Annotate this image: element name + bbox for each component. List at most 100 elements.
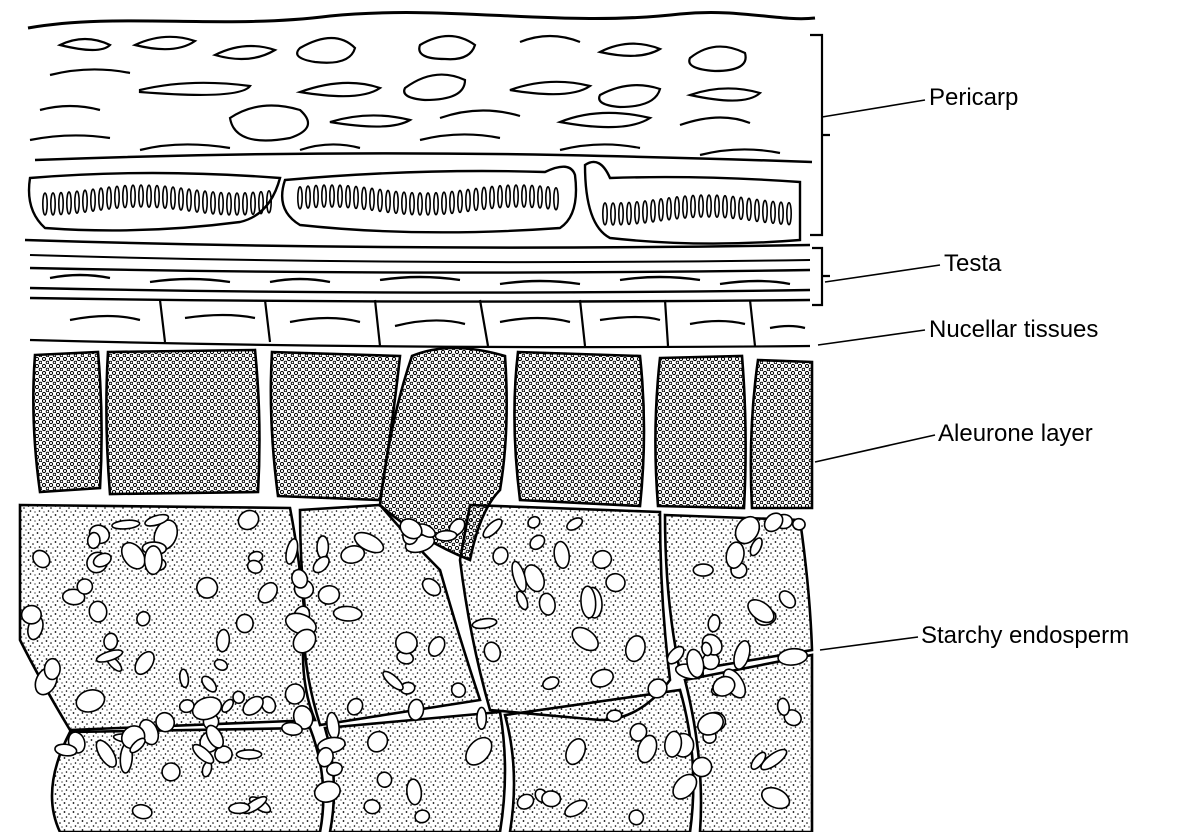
nucellar-tissue [30,300,810,347]
palisade-stroke [195,190,199,212]
palisade-stroke [723,196,727,218]
palisade-stroke [83,190,87,212]
palisade-stroke [731,196,735,218]
pericarp-tube-cells [25,162,810,262]
starch-grain [44,658,61,680]
palisade-stroke [115,186,119,208]
palisade-stroke [490,186,494,208]
palisade-stroke [450,191,454,213]
palisade-stroke [171,187,175,209]
testa-leader-line [825,265,940,282]
palisade-stroke [522,185,526,207]
palisade-stroke [354,186,358,208]
palisade-stroke [187,189,191,211]
endosperm-leader-line [820,637,918,650]
palisade-stroke [91,189,95,211]
palisade-stroke [410,193,414,215]
testa-tissue [30,268,810,302]
palisade-stroke [107,187,111,209]
palisade-stroke [434,193,438,215]
palisade-stroke [227,193,231,215]
palisade-stroke [755,199,759,221]
palisade-stroke [779,202,783,224]
starchy-endosperm-label: Starchy endosperm [921,624,1129,648]
palisade-stroke [739,197,743,219]
palisade-stroke [667,198,671,220]
palisade-stroke [458,190,462,212]
starch-grain [87,532,101,549]
palisade-stroke [330,185,334,207]
starch-grain [477,707,486,729]
palisade-stroke [370,188,374,210]
palisade-stroke [546,187,550,209]
palisade-stroke [75,191,79,213]
palisade-stroke [787,203,791,225]
palisade-stroke [675,197,679,219]
starch-grain [21,605,42,624]
testa-bracket [812,248,830,305]
palisade-stroke [378,189,382,211]
starch-grain [144,546,162,575]
palisade-stroke [338,185,342,207]
palisade-stroke [635,202,639,224]
palisade-stroke [219,193,223,215]
starch-grain [435,530,457,541]
palisade-stroke [466,189,470,211]
palisade-stroke [715,195,719,217]
palisade-stroke [99,188,103,210]
starch-grain [541,790,561,807]
palisade-stroke [243,193,247,215]
palisade-stroke [482,187,486,209]
palisade-stroke [139,185,143,207]
starchy-endosperm-cells [20,505,812,832]
nucellar-tissues-label: Nucellar tissues [929,318,1098,342]
palisade-stroke [651,200,655,222]
testa-label: Testa [944,252,1001,276]
palisade-stroke [402,192,406,214]
palisade-stroke [442,192,446,214]
palisade-stroke [747,198,751,220]
palisade-stroke [538,186,542,208]
starch-grain [317,536,329,559]
palisade-stroke [322,185,326,207]
brackets [810,35,830,305]
nucellar-leader-line [818,330,925,345]
palisade-stroke [627,202,631,224]
pericarp-label: Pericarp [929,86,1018,110]
palisade-stroke [498,186,502,208]
palisade-stroke [67,192,71,214]
palisade-stroke [346,186,350,208]
palisade-stroke [530,185,534,207]
palisade-stroke [306,186,310,208]
palisade-stroke [298,187,302,209]
palisade-stroke [659,199,663,221]
palisade-stroke [362,187,366,209]
palisade-stroke [131,185,135,207]
pericarp-leader-line [822,100,925,117]
palisade-stroke [603,203,607,225]
palisade-stroke [155,186,159,208]
starch-grain [693,564,713,576]
palisade-stroke [394,191,398,213]
palisade-stroke [514,185,518,207]
palisade-stroke [251,192,255,214]
palisade-stroke [203,191,207,213]
palisade-stroke [426,193,430,215]
aleurone-layer-label: Aleurone layer [938,422,1093,446]
palisade-stroke [314,185,318,207]
palisade-stroke [59,193,63,215]
palisade-stroke [707,195,711,217]
palisade-stroke [763,200,767,222]
palisade-stroke [51,193,55,215]
palisade-stroke [147,185,151,207]
palisade-stroke [43,193,47,215]
palisade-stroke [683,196,687,218]
palisade-stroke [163,186,167,208]
palisade-stroke [611,203,615,225]
palisade-stroke [643,201,647,223]
palisade-stroke [123,186,127,208]
palisade-stroke [771,201,775,223]
palisade-stroke [386,190,390,212]
starch-grain [236,750,261,759]
